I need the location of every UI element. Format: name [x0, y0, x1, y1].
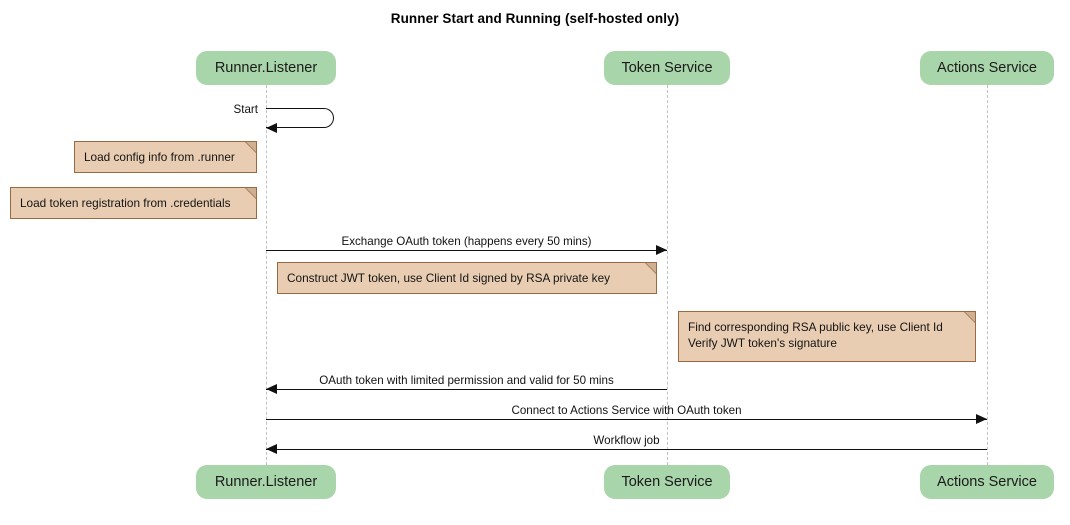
lifeline-actions [987, 85, 988, 465]
message-workflow-job-line [266, 449, 987, 450]
participant-label: Actions Service [937, 474, 1037, 490]
message-start-arrowhead [266, 122, 277, 133]
note-text: Load token registration from .credential… [20, 196, 231, 210]
participant-token-top[interactable]: Token Service [604, 51, 730, 85]
page-title: Runner Start and Running (self-hosted on… [390, 11, 680, 26]
message-exchange-oauth-arrowhead [656, 244, 667, 255]
note-fold-inner-icon [965, 312, 975, 322]
note-load-config: Load config info from .runner [74, 141, 257, 173]
participant-label: Runner.Listener [214, 60, 318, 76]
message-exchange-oauth-line [266, 250, 667, 251]
note-fold-inner-icon [246, 142, 256, 152]
message-oauth-token-return-arrowhead [266, 383, 277, 394]
participant-label: Runner.Listener [214, 474, 318, 490]
participant-actions-bottom[interactable]: Actions Service [920, 465, 1054, 499]
note-text: Load config info from .runner [84, 150, 235, 164]
note-text: Find corresponding RSA public key, use C… [688, 320, 943, 350]
note-fold-inner-icon [646, 263, 656, 273]
participant-label: Token Service [621, 60, 713, 76]
participant-actions-top[interactable]: Actions Service [920, 51, 1054, 85]
message-connect-actions-arrowhead [976, 413, 987, 424]
message-start-label: Start [233, 103, 258, 116]
message-workflow-job-arrowhead [266, 443, 277, 454]
message-oauth-token-return-line [266, 389, 667, 390]
lifeline-token [667, 85, 668, 465]
note-fold-inner-icon [246, 188, 256, 198]
note-load-token-registration: Load token registration from .credential… [10, 187, 257, 219]
message-exchange-oauth-label: Exchange OAuth token (happens every 50 m… [341, 235, 592, 248]
participant-label: Actions Service [937, 60, 1037, 76]
message-connect-actions-label: Connect to Actions Service with OAuth to… [511, 404, 742, 417]
message-connect-actions-line [266, 419, 987, 420]
note-construct-jwt: Construct JWT token, use Client Id signe… [277, 262, 657, 294]
participant-runner-bottom[interactable]: Runner.Listener [196, 465, 336, 499]
message-start-self-loop [266, 108, 334, 128]
message-oauth-token-return-label: OAuth token with limited permission and … [319, 374, 614, 387]
participant-token-bottom[interactable]: Token Service [604, 465, 730, 499]
lifeline-runner [266, 85, 267, 465]
participant-runner-top[interactable]: Runner.Listener [196, 51, 336, 85]
note-verify-jwt: Find corresponding RSA public key, use C… [678, 311, 976, 362]
participant-label: Token Service [621, 474, 713, 490]
note-text: Construct JWT token, use Client Id signe… [287, 271, 611, 285]
message-workflow-job-label: Workflow job [593, 434, 660, 447]
